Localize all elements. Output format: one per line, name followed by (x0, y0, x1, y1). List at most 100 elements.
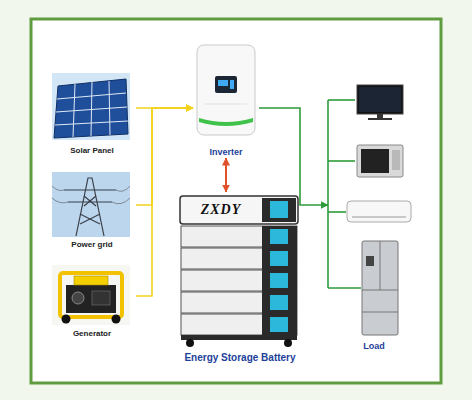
battery-picture-part-part (270, 229, 288, 244)
battery-picture-part (180, 196, 298, 224)
flow-connector (136, 108, 193, 296)
node-label: Generator (73, 329, 111, 339)
power-grid-picture-part-part (52, 186, 130, 191)
generator-picture-part (92, 291, 110, 305)
solar-panel-picture-part (55, 121, 128, 125)
source-node: Generator (48, 262, 136, 339)
battery-picture-part-part (181, 292, 297, 313)
generator-picture-part (74, 276, 108, 285)
battery-picture-part-part (262, 226, 297, 335)
inverter-picture-part (199, 118, 253, 126)
generator-picture-part (72, 292, 84, 304)
inverter-picture-part (215, 76, 237, 93)
flow-connector (225, 158, 227, 192)
battery-picture-part-part (181, 270, 297, 291)
load-bracket-part (328, 160, 355, 162)
load-bracket-part (328, 287, 361, 289)
air-conditioner-picture-part (347, 201, 411, 222)
battery-picture-part (186, 339, 194, 347)
battery-picture (180, 196, 298, 347)
air-conditioner-picture-part (352, 217, 406, 218)
battery-picture-part (181, 335, 297, 340)
power-grid-picture-part (52, 172, 130, 237)
battery-picture-part-part (270, 251, 288, 266)
power-grid-picture-part-part (80, 214, 100, 224)
power-grid-picture-part-part (76, 178, 104, 236)
frame (31, 19, 441, 383)
fridge-picture-part (366, 256, 374, 266)
power-grid-picture-part-part (52, 198, 130, 204)
load-node: Load (328, 80, 420, 352)
fridge-picture-part (362, 312, 398, 313)
power-grid-picture-part-part (84, 196, 96, 206)
brand-label: ZXDY (201, 202, 242, 218)
air-conditioner-picture (347, 201, 411, 222)
microwave-picture-part (357, 145, 403, 177)
generator-picture-part (66, 285, 116, 313)
solar-panel-picture-part (52, 73, 130, 140)
power-grid-picture-part (64, 178, 116, 236)
fridge-picture-part (362, 241, 398, 335)
battery-picture-part-part (181, 314, 297, 335)
microwave-picture-part (392, 150, 400, 170)
generator-picture-part (60, 273, 122, 317)
power-grid-picture-part-part (80, 214, 100, 224)
power-grid-picture (52, 172, 130, 237)
generator-picture (52, 265, 130, 325)
node-label: Inverter (209, 147, 242, 158)
battery-picture-part-part (270, 317, 288, 332)
microwave-picture-part (361, 149, 389, 173)
inverter-picture (197, 45, 255, 135)
solar-panel-picture-part (56, 107, 127, 112)
tv-picture-part (357, 85, 403, 114)
load-bracket-part (327, 100, 329, 288)
battery-picture-part-part (270, 273, 288, 288)
node-label: Solar Panel (70, 146, 114, 156)
battery-picture-part-part (262, 198, 296, 222)
source-node: Power grid (48, 170, 136, 250)
battery-picture-part-part (270, 295, 288, 310)
power-grid-picture-part-part (64, 189, 116, 190)
inverter-node: Inverter (193, 42, 259, 158)
battery-picture-part-part (181, 226, 297, 247)
solar-panel-picture-part (57, 93, 126, 99)
node-label: Load (363, 341, 385, 352)
battery-picture-part-part (181, 248, 297, 269)
load-bracket-part (328, 211, 346, 213)
tv-picture-part (368, 118, 392, 120)
inverter-picture-part (197, 45, 255, 135)
inverter-picture-part (230, 80, 234, 89)
tv-picture (357, 85, 403, 120)
battery-picture-part-part (270, 201, 288, 218)
battery-picture-part (181, 226, 297, 335)
generator-picture-part (62, 315, 71, 324)
battery-node: Energy Storage Battery (165, 192, 315, 364)
inverter-picture-part (218, 80, 228, 86)
solar-panel-picture (52, 73, 130, 140)
fridge-picture-part (380, 241, 381, 290)
load-bracket-part (328, 99, 355, 101)
tv-picture-part (377, 114, 383, 118)
solar-panel-picture-part (54, 79, 128, 138)
battery-picture-part (284, 339, 292, 347)
brand-label-box: ZXDY (182, 198, 260, 222)
generator-picture-part (112, 315, 121, 324)
tv-picture-part (359, 87, 401, 112)
flow-connector (136, 108, 193, 205)
inverter-picture-part (205, 104, 247, 105)
power-grid-picture-part-part (84, 196, 96, 206)
source-node: Solar Panel (48, 70, 136, 156)
fridge-picture (362, 241, 398, 335)
load-bracket (328, 100, 361, 288)
generator-picture-part (52, 265, 130, 325)
node-label: Power grid (71, 240, 112, 250)
battery-picture-part (262, 198, 297, 335)
battery-picture-part (270, 201, 288, 332)
node-label: Energy Storage Battery (184, 352, 295, 364)
flow-connector (259, 108, 328, 205)
power-grid-picture-part (52, 186, 130, 204)
fridge-picture-part (362, 290, 398, 291)
